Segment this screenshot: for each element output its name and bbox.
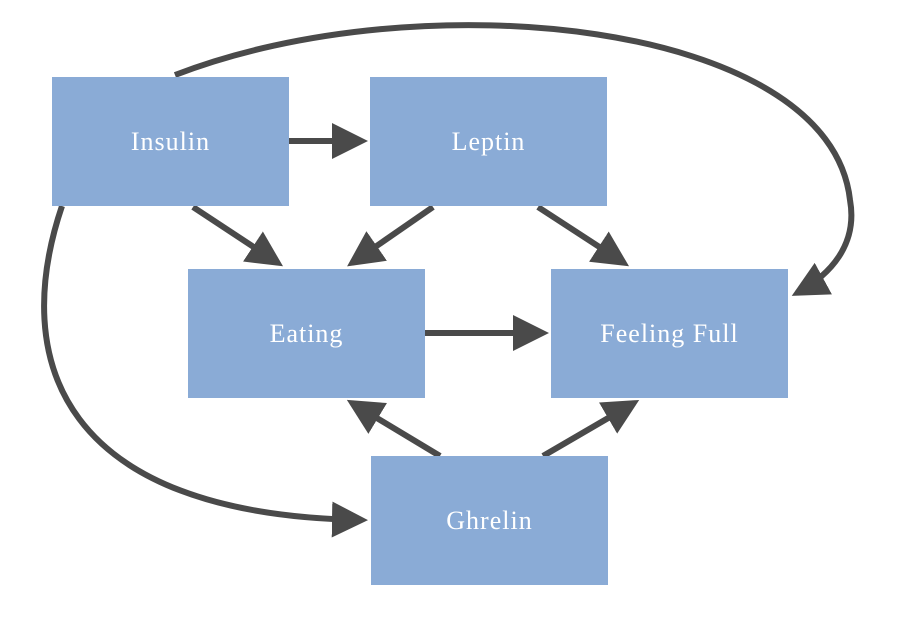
node-feeling-full: Feeling Full [551, 269, 788, 398]
edge-insulin-eating [191, 204, 284, 267]
node-eating: Eating [188, 269, 425, 398]
edge-leptin-feeling-full [536, 204, 630, 267]
node-leptin: Leptin [370, 77, 607, 206]
edge-ghrelin-eating [346, 399, 442, 459]
node-insulin: Insulin [52, 77, 289, 206]
node-ghrelin: Ghrelin [371, 456, 608, 585]
edge-insulin-feeling-full [173, 22, 855, 296]
edge-leptin-eating [347, 204, 435, 267]
edge-ghrelin-feeling-full [541, 399, 640, 459]
edge-insulin-ghrelin [41, 205, 368, 538]
